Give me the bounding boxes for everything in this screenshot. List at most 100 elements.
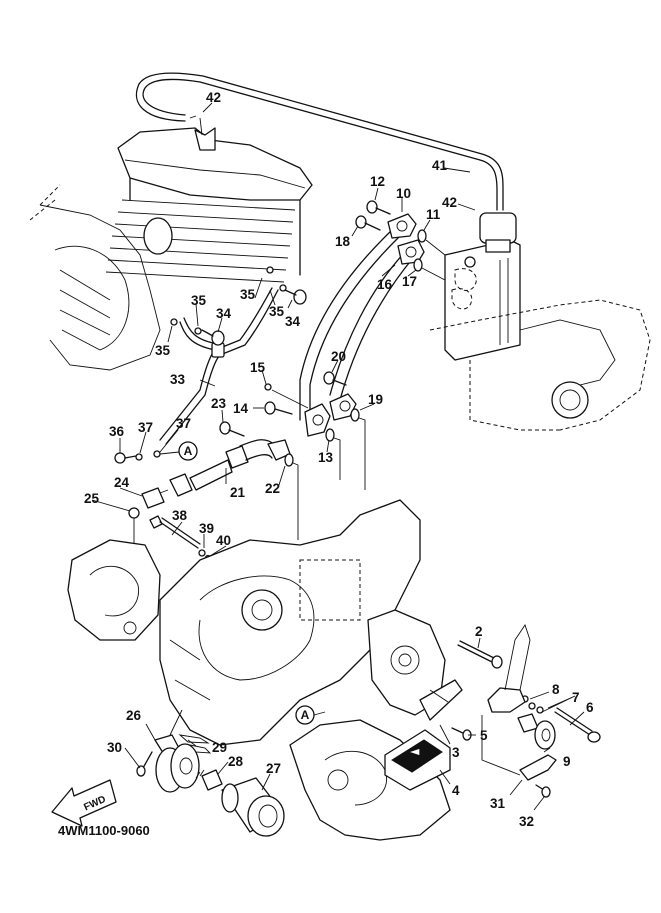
callout-42-right: 42 (442, 195, 457, 210)
callout-3: 3 (452, 745, 460, 760)
callout-12: 12 (370, 174, 385, 189)
union-bolt-fitting-10[interactable] (387, 213, 417, 239)
callout-15: 15 (250, 360, 266, 375)
bolt-14[interactable] (264, 401, 293, 415)
callout-24: 24 (114, 475, 130, 490)
callout-41: 41 (432, 158, 448, 173)
bolt-34-left[interactable] (201, 329, 225, 346)
o-ring-19[interactable] (350, 408, 360, 422)
callout-42-top: 42 (206, 90, 221, 105)
callout-6: 6 (586, 700, 594, 715)
plate-31[interactable] (481, 715, 557, 781)
callout-20: 20 (331, 349, 346, 364)
bolt-32[interactable] (535, 784, 551, 798)
strainer-3[interactable] (419, 679, 463, 721)
breather-hose[interactable] (135, 72, 504, 211)
bolt-12[interactable] (366, 200, 391, 215)
union-bolt-fitting-16[interactable] (397, 239, 425, 265)
callout-37-b: 37 (176, 416, 191, 431)
callout-8: 8 (552, 682, 560, 697)
reference-marker-label: A (184, 444, 193, 458)
oil-strainer-4[interactable] (384, 729, 451, 791)
callout-38: 38 (172, 508, 188, 523)
callout-10: 10 (396, 186, 411, 201)
callout-11: 11 (426, 207, 441, 222)
callout-23: 23 (211, 396, 227, 411)
engine-block-left (29, 184, 161, 371)
callout-32: 32 (519, 814, 534, 829)
oil-pipe-38[interactable] (149, 515, 201, 549)
oil-pipe-33[interactable] (159, 287, 279, 445)
callout-28: 28 (228, 754, 244, 769)
o-ring-7a[interactable] (528, 702, 536, 710)
diagram-code: 4WM1100-9060 (58, 823, 150, 838)
o-ring-17[interactable] (413, 258, 423, 272)
washer-35-c[interactable] (279, 284, 287, 292)
forward-direction-arrow: FWD (51, 779, 117, 827)
left-case-cover (67, 539, 161, 641)
washer-37-a[interactable] (135, 453, 143, 461)
shaft-6[interactable] (554, 707, 601, 743)
callout-35-b: 35 (155, 343, 171, 358)
callout-17: 17 (402, 274, 417, 289)
callout-9: 9 (563, 754, 571, 769)
pump-housing-right (487, 623, 531, 713)
flange-fitting-13[interactable] (304, 403, 331, 437)
o-ring-11[interactable] (417, 229, 427, 243)
o-ring-39[interactable] (198, 549, 206, 557)
cylinder-head (105, 127, 313, 283)
oil-filter-stand[interactable] (155, 743, 200, 793)
washer-35-b[interactable] (170, 318, 178, 326)
reference-marker-label: A (301, 708, 310, 722)
callout-35-d: 35 (269, 304, 285, 319)
bolt-18[interactable] (355, 215, 381, 231)
bolt-20[interactable] (323, 371, 347, 386)
leader-lines (91, 102, 585, 811)
oil-delivery-pipe[interactable] (299, 229, 414, 421)
washer-35-a[interactable] (194, 327, 202, 335)
o-ring-22[interactable] (284, 453, 294, 467)
callout-34-left: 34 (216, 306, 232, 321)
callout-34-right: 34 (285, 314, 301, 329)
crankcase (159, 499, 421, 746)
callout-37-a: 37 (138, 420, 153, 435)
union-bolt-28[interactable] (195, 769, 223, 791)
callout-40: 40 (216, 533, 231, 548)
oil-hose-21[interactable] (169, 439, 291, 497)
bolt-30[interactable] (136, 751, 153, 777)
callout-35-c: 35 (240, 287, 256, 302)
callout-14: 14 (233, 401, 249, 416)
gasket-25[interactable] (128, 507, 140, 519)
callout-25: 25 (84, 491, 100, 506)
callout-27: 27 (266, 761, 281, 776)
oil-filter-27[interactable] (221, 777, 285, 837)
fitting-24[interactable] (141, 487, 169, 509)
callout-26: 26 (126, 708, 142, 723)
reference-marker-a-top: A (178, 441, 198, 461)
callout-labels: 42 42 41 12 10 11 18 16 17 35 34 35 35 3… (84, 90, 594, 829)
bolt-34-right[interactable] (284, 289, 307, 305)
o-ring-13[interactable] (325, 428, 335, 442)
union-bolt-36[interactable] (114, 452, 137, 464)
callout-39: 39 (199, 521, 214, 536)
bolt-23[interactable] (219, 421, 245, 437)
callout-36: 36 (109, 424, 125, 439)
washer-35-d[interactable] (266, 266, 274, 274)
nut-15[interactable] (264, 383, 272, 391)
callout-35-a: 35 (191, 293, 207, 308)
callout-18: 18 (335, 234, 351, 249)
washer-37-b[interactable] (153, 450, 161, 458)
callout-4: 4 (452, 783, 460, 798)
callout-30: 30 (107, 740, 122, 755)
transmission-case-right (429, 299, 651, 431)
o-ring-7b[interactable] (536, 706, 544, 714)
callout-22: 22 (265, 481, 280, 496)
bolt-2[interactable] (457, 640, 503, 669)
callout-13: 13 (318, 450, 334, 465)
pump-gear-9[interactable] (517, 713, 556, 750)
callout-21: 21 (230, 485, 246, 500)
bolt-5[interactable] (451, 727, 472, 741)
callout-19: 19 (368, 392, 383, 407)
callout-29: 29 (212, 740, 227, 755)
callout-33: 33 (170, 372, 186, 387)
